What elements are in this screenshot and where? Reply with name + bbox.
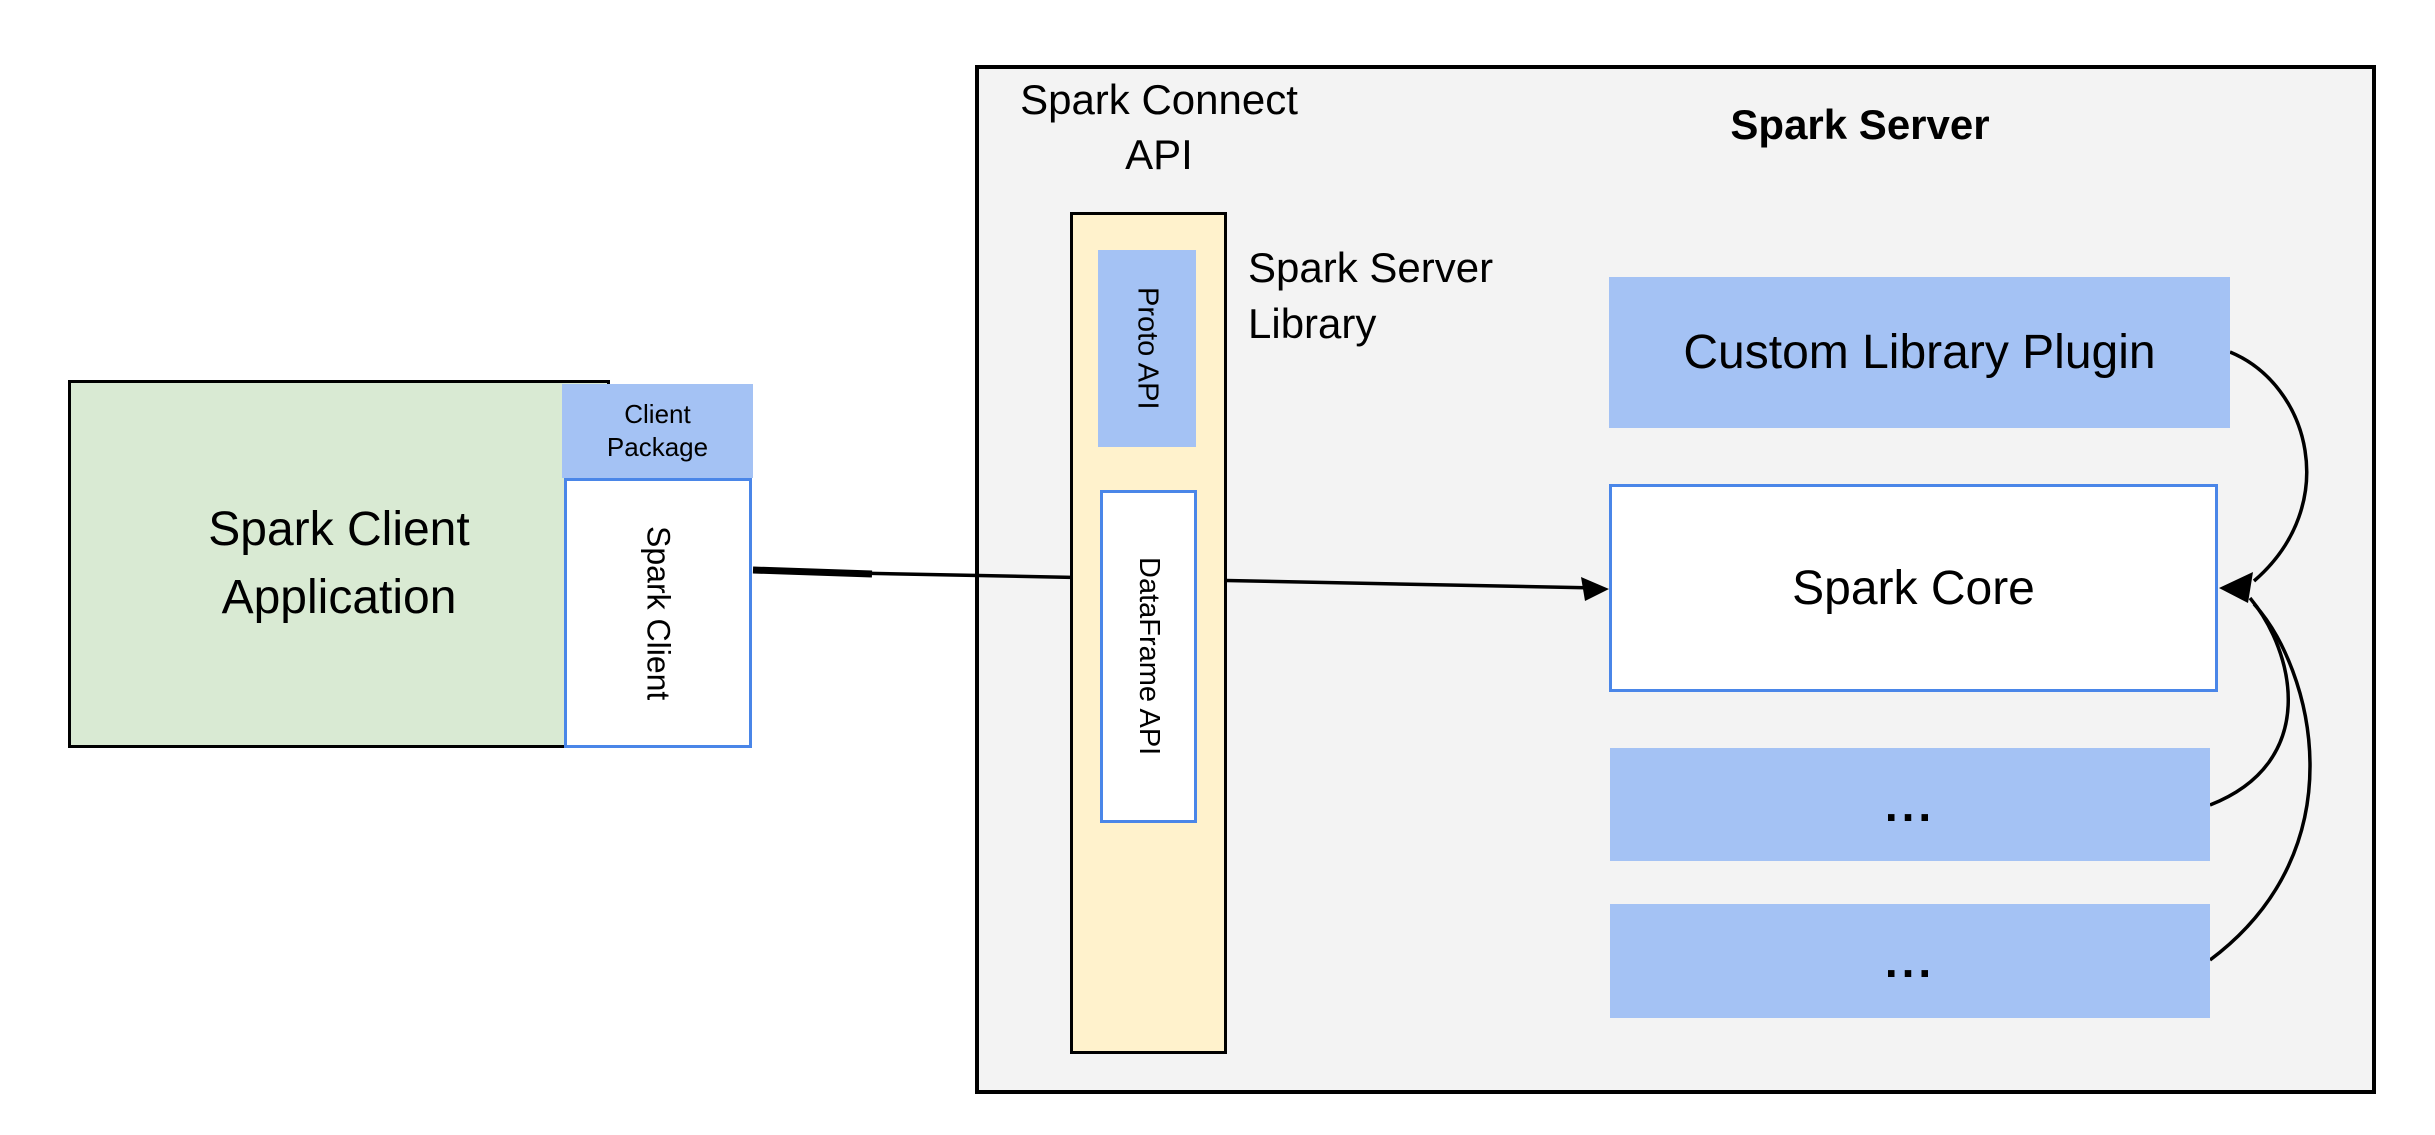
- proto-api-box: Proto API: [1098, 250, 1196, 447]
- dataframe-api-label: DataFrame API: [1133, 557, 1165, 756]
- proto-api-label: Proto API: [1131, 287, 1164, 410]
- spark-connect-api-pillar: Proto API DataFrame API: [1070, 212, 1227, 1054]
- client-package-label-line2: Package: [606, 432, 709, 462]
- more-plugins-label-2: ...: [1884, 935, 1936, 987]
- library-label-line1: Spark Server: [1248, 244, 1494, 291]
- client-package-box: Client Package: [562, 384, 753, 478]
- spark-client-box: Spark Client: [564, 478, 752, 748]
- connect-title-line2: API: [1125, 131, 1193, 178]
- spark-client-application-box: Spark Client Application: [68, 380, 610, 748]
- custom-library-plugin-box: Custom Library Plugin: [1609, 277, 2230, 428]
- client-app-label-line2: Application: [221, 571, 457, 624]
- spark-server-title: Spark Server: [1730, 101, 1990, 148]
- library-label-line2: Library: [1248, 300, 1377, 347]
- spark-core-box: Spark Core: [1609, 484, 2218, 692]
- spark-server-library-label: Spark Server Library: [1248, 240, 1608, 352]
- client-line-stub: [752, 566, 873, 578]
- spark-core-label: Spark Core: [1792, 561, 2035, 615]
- spark-connect-api-title: Spark Connect API: [963, 72, 1355, 182]
- spark-client-label: Spark Client: [640, 525, 677, 701]
- more-plugins-box-1: ...: [1610, 748, 2210, 861]
- custom-library-plugin-label: Custom Library Plugin: [1683, 326, 2156, 379]
- more-plugins-box-2: ...: [1610, 904, 2210, 1018]
- dataframe-api-box: DataFrame API: [1100, 490, 1197, 823]
- more-plugins-label-1: ...: [1884, 778, 1936, 831]
- client-package-label-line1: Client: [624, 399, 691, 429]
- client-app-label-line1: Spark Client: [208, 503, 470, 556]
- connect-title-line1: Spark Connect: [1020, 76, 1298, 123]
